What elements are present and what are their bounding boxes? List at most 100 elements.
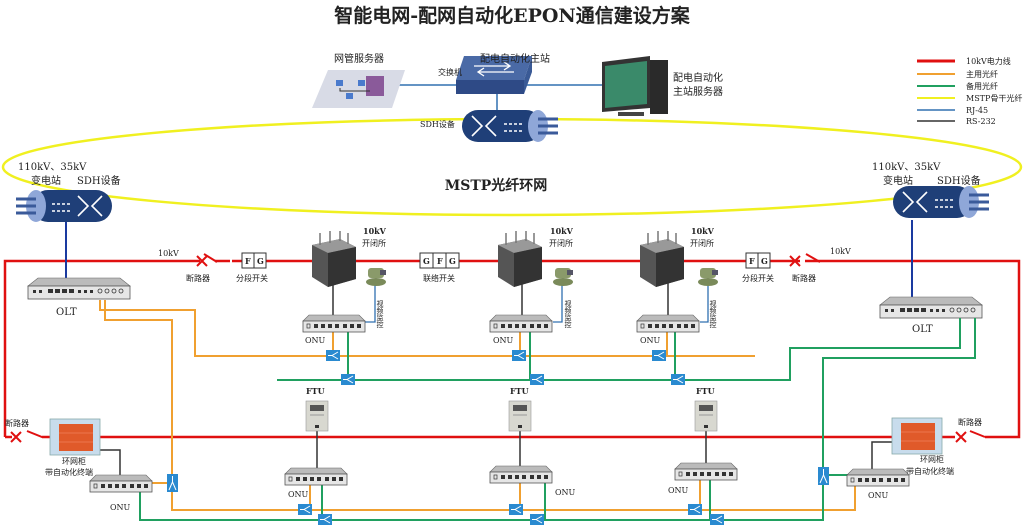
svg-text:环网柜: 环网柜 (920, 454, 944, 464)
nms-server-icon (312, 70, 405, 108)
ftu-icon (305, 400, 329, 432)
svg-text:ONU: ONU (668, 486, 689, 495)
ftu-2: FTU ONU (489, 386, 576, 497)
backup-fiber-lines (139, 318, 976, 521)
svg-text:ONU: ONU (640, 336, 661, 345)
splitter-icon (651, 349, 667, 362)
svg-text:10kV: 10kV (363, 226, 387, 236)
svg-text:带自动化终端: 带自动化终端 (45, 467, 93, 477)
breaker-label: 断路器 (958, 417, 982, 427)
splitter-icon (325, 349, 341, 362)
svg-text:ONU: ONU (868, 491, 889, 500)
svg-text:环网柜: 环网柜 (62, 456, 86, 466)
video-label: 视频监控 (564, 299, 572, 329)
legend-label: MSTP骨干光纤 (966, 93, 1022, 103)
svg-text:FTU: FTU (306, 386, 325, 396)
power-lines (3, 259, 1021, 439)
left-substation-voltage: 110kV、35kV (18, 162, 87, 173)
breaker-icon (196, 253, 218, 267)
switching-station-1: 10kV 开闭所 视频监控 ONU (302, 226, 387, 345)
onu-icon (636, 314, 700, 333)
svg-text:FTU: FTU (696, 386, 715, 396)
svg-text:开闭所: 开闭所 (549, 238, 573, 248)
primary-fiber-lines (99, 300, 856, 511)
svg-text:FTU: FTU (510, 386, 529, 396)
ring-label: MSTP光纤环网 (445, 177, 548, 194)
svg-text:G: G (257, 256, 264, 266)
svg-text:G: G (761, 256, 768, 266)
splitter-icon (670, 373, 686, 386)
svg-text:G: G (423, 256, 430, 266)
onu-icon (89, 474, 153, 493)
breaker-icon (10, 430, 50, 443)
right-olt-label: OLT (912, 324, 933, 335)
left-sdh-icon (14, 188, 114, 224)
switch-icon (456, 56, 532, 94)
onu-icon (284, 467, 348, 486)
legend-label: 10kV电力线 (966, 56, 1011, 66)
left-sdh-label: SDH设备 (77, 174, 121, 187)
svg-text:带自动化终端: 带自动化终端 (906, 466, 954, 476)
ring-cabinet-icon (49, 418, 101, 456)
breaker-icon (789, 253, 821, 267)
svg-text:ONU: ONU (288, 490, 309, 499)
sectional-switch-left: F G (241, 252, 267, 269)
video-label: 视频监控 (376, 299, 384, 329)
svg-text:开闭所: 开闭所 (362, 238, 386, 248)
left-olt-label: OLT (56, 307, 77, 318)
splitter-icon (297, 503, 313, 516)
onu-icon (302, 314, 366, 333)
master-station-title: 配电自动化主站 (480, 52, 550, 65)
master-server-icon (602, 56, 668, 116)
left-substation-name: 变电站 (31, 174, 61, 187)
svg-text:F: F (245, 256, 251, 266)
master-server-label-1: 配电自动化 (673, 71, 723, 84)
feeder-voltage-left: 10kV (158, 249, 179, 258)
svg-text:10kV: 10kV (691, 226, 715, 236)
legend-label: 主用光纤 (966, 69, 998, 79)
video-label: 视频监控 (709, 299, 717, 329)
ring-cabinet-left: 断路器 环网柜 带自动化终端 ONU (5, 418, 153, 512)
ftu-icon (508, 400, 532, 432)
svg-text:F: F (749, 256, 755, 266)
onu-icon (846, 468, 910, 487)
tie-switch: G F G (419, 252, 460, 269)
master-station: 网管服务器 配电自动化主站 交换机 配电自动化 主站服务器 SDH设备 (312, 52, 723, 144)
rs232-lines (100, 282, 892, 476)
left-olt-icon (27, 277, 131, 300)
svg-text:ONU: ONU (555, 488, 576, 497)
switching-station-icon (497, 230, 543, 288)
sectional-switch-right: F G (745, 252, 771, 269)
right-sdh-label: SDH设备 (937, 174, 981, 187)
central-sdh-label: SDH设备 (420, 119, 455, 129)
splitter-icon (529, 373, 545, 386)
breaker-icon (955, 430, 986, 443)
legend-label: 备用光纤 (966, 81, 998, 91)
breaker-label: 断路器 (186, 273, 210, 283)
splitter-icon (511, 349, 527, 362)
right-olt-icon (879, 296, 983, 319)
feeder: 10kV 10kV 断路器 F G 分段开关 G F G 联络开关 F G 分段… (158, 247, 851, 283)
onu-icon (489, 465, 553, 484)
legend-label: RJ-45 (966, 106, 988, 115)
ring-cabinet-icon (891, 417, 943, 455)
splitter-icon (166, 473, 179, 493)
onu-icon (489, 314, 553, 333)
splitter-icon (508, 503, 524, 516)
breaker-label: 断路器 (792, 273, 816, 283)
breaker-label: 断路器 (5, 418, 29, 428)
switching-station-3: 10kV 开闭所 视频监控 ONU (636, 226, 718, 345)
legend-label: RS-232 (966, 117, 996, 126)
nms-server-label: 网管服务器 (334, 52, 384, 65)
rj45-lines (365, 285, 709, 323)
svg-text:10kV: 10kV (550, 226, 574, 236)
diagram-title: 智能电网-配网自动化EPON通信建设方案 (334, 4, 691, 27)
feeder-voltage-right: 10kV (830, 247, 851, 256)
splitter-icon (317, 513, 333, 526)
switching-station-2: 10kV 开闭所 视频监控 ONU (489, 226, 574, 345)
substation-right: 110kV、35kV 变电站 SDH设备 OLT (872, 162, 991, 335)
splitter-icon (529, 513, 545, 526)
svg-text:ONU: ONU (493, 336, 514, 345)
sectional-switch-label: 分段开关 (236, 273, 268, 283)
right-sdh-icon (891, 184, 991, 220)
